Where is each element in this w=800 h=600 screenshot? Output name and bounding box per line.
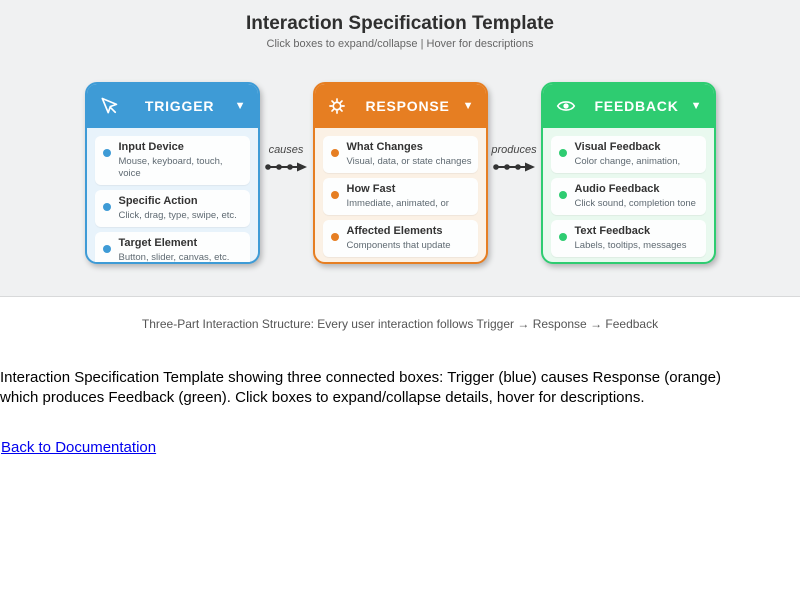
dashed-arrow-icon <box>265 162 307 172</box>
back-to-documentation-link[interactable]: Back to Documentation <box>1 439 157 456</box>
bullet-dot-icon <box>330 233 339 241</box>
response-header[interactable]: RESPONSE ▼ <box>314 84 486 128</box>
bullet-dot-icon <box>558 191 567 199</box>
item-title: Text Feedback <box>574 225 651 237</box>
diagram-section: Interaction Specification Template Click… <box>0 0 800 297</box>
bullet-dot-icon <box>558 149 567 157</box>
bullet-dot-icon <box>102 245 111 253</box>
item-title: Audio Feedback <box>574 183 660 195</box>
gear-icon <box>327 96 347 116</box>
bullet-dot-icon <box>330 191 339 199</box>
diagram-caption: Three-Part Interaction Structure: Every … <box>141 317 659 331</box>
connector-label: causes <box>268 144 304 156</box>
response-body: What Changes Visual, data, or state chan… <box>315 128 486 262</box>
dashed-arrow-icon <box>493 162 535 172</box>
feedback-header[interactable]: FEEDBACK ▼ <box>542 84 714 128</box>
list-item: How Fast Immediate, animated, or <box>322 178 478 215</box>
response-title: RESPONSE <box>365 98 450 114</box>
back-link-container: Back to Documentation <box>0 439 800 457</box>
bullet-dot-icon <box>102 149 111 157</box>
list-item: What Changes Visual, data, or state chan… <box>322 136 478 173</box>
item-title: How Fast <box>346 183 396 195</box>
item-title: Visual Feedback <box>574 141 661 153</box>
bullet-dot-icon <box>102 203 111 211</box>
item-subtitle: Button, slider, canvas, etc. <box>118 252 230 263</box>
item-subtitle: Immediate, animated, or <box>346 198 449 209</box>
list-item: Affected Elements Components that update <box>322 220 478 257</box>
diagram: TRIGGER ▼ Input Device Mouse, keyboard, … <box>0 82 800 264</box>
item-title: Affected Elements <box>346 225 443 237</box>
trigger-box[interactable]: TRIGGER ▼ Input Device Mouse, keyboard, … <box>84 82 260 264</box>
trigger-body: Input Device Mouse, keyboard, touch, voi… <box>87 128 258 263</box>
item-subtitle: Mouse, keyboard, touch, voice <box>118 156 223 179</box>
item-subtitle: Color change, animation, <box>574 156 681 167</box>
connector-causes: causes <box>260 144 313 173</box>
item-title: What Changes <box>346 141 423 153</box>
cursor-icon <box>99 96 119 116</box>
connector-produces: produces <box>488 144 541 173</box>
chevron-down-icon[interactable]: ▼ <box>462 100 474 112</box>
bullet-dot-icon <box>330 149 339 157</box>
eye-icon <box>555 96 577 116</box>
description-text: Interaction Specification Template showi… <box>0 369 721 406</box>
item-subtitle: Components that update <box>346 240 451 251</box>
trigger-title: TRIGGER <box>144 98 215 114</box>
item-title: Input Device <box>118 141 184 153</box>
list-item: Visual Feedback Color change, animation, <box>550 136 706 173</box>
trigger-header[interactable]: TRIGGER ▼ <box>86 84 258 128</box>
item-subtitle: Click sound, completion tone <box>574 198 696 209</box>
item-title: Target Element <box>118 237 198 249</box>
feedback-body: Visual Feedback Color change, animation,… <box>543 128 714 262</box>
chevron-down-icon[interactable]: ▼ <box>234 100 246 112</box>
list-item: Specific Action Click, drag, type, swipe… <box>94 190 250 227</box>
list-item: Input Device Mouse, keyboard, touch, voi… <box>94 136 250 185</box>
feedback-box[interactable]: FEEDBACK ▼ Visual Feedback Color change,… <box>540 82 716 264</box>
bullet-dot-icon <box>558 233 567 241</box>
item-subtitle: Visual, data, or state changes <box>346 156 472 167</box>
feedback-title: FEEDBACK <box>594 98 679 114</box>
item-title: Specific Action <box>118 195 198 207</box>
list-item: Audio Feedback Click sound, completion t… <box>550 178 706 215</box>
item-subtitle: Click, drag, type, swipe, etc. <box>118 210 237 221</box>
list-item: Text Feedback Labels, tooltips, messages <box>550 220 706 257</box>
response-box[interactable]: RESPONSE ▼ What Changes Visual, data, or… <box>312 82 488 264</box>
page-subtitle: Click boxes to expand/collapse | Hover f… <box>266 38 534 50</box>
item-subtitle: Labels, tooltips, messages <box>574 240 687 251</box>
page-title: Interaction Specification Template <box>246 13 554 34</box>
chevron-down-icon[interactable]: ▼ <box>690 100 702 112</box>
list-item: Target Element Button, slider, canvas, e… <box>94 232 250 263</box>
connector-label: produces <box>491 144 537 156</box>
